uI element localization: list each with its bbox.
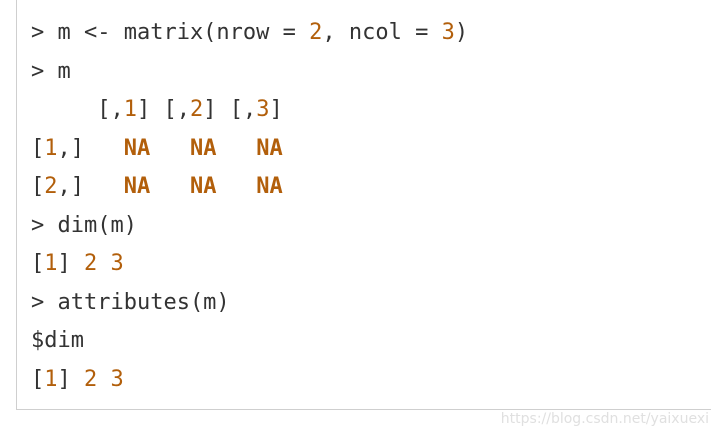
code-token: [, — [31, 97, 124, 122]
na-value: NA — [123, 174, 151, 199]
r-console-output-panel: > m <- matrix(nrow = 2, ncol = 3)> m [,1… — [16, 0, 711, 410]
code-token — [97, 251, 110, 276]
code-token — [150, 136, 190, 161]
console-line: [1] 2 3 — [31, 245, 468, 284]
console-line: [1,] NA NA NA — [31, 130, 468, 169]
number-token: 3 — [110, 251, 124, 276]
code-token — [97, 367, 110, 392]
number-token: 2 — [44, 174, 58, 199]
na-value: NA — [256, 135, 283, 161]
code-block: > m <- matrix(nrow = 2, ncol = 3)> m [,1… — [31, 14, 468, 399]
code-token: > dim(m) — [31, 212, 137, 238]
code-token — [150, 174, 190, 199]
code-token: ] [, — [203, 97, 257, 122]
code-token: [ — [31, 174, 45, 199]
code-token: [ — [31, 366, 45, 392]
code-token: [ — [31, 251, 45, 276]
number-token: 3 — [441, 20, 455, 45]
console-line: $dim — [31, 322, 468, 361]
number-token: 1 — [44, 366, 58, 392]
na-value: NA — [189, 135, 217, 161]
na-value: NA — [123, 135, 151, 161]
console-line: [,1] [,2] [,3] — [31, 91, 468, 130]
code-token: ,] — [57, 174, 124, 199]
code-token: ] — [57, 251, 84, 276]
na-value: NA — [256, 174, 283, 199]
number-token: 1 — [44, 251, 58, 276]
console-line: [2,] NA NA NA — [31, 168, 468, 207]
number-token: 1 — [44, 135, 58, 161]
code-token: , ncol = — [322, 20, 442, 45]
console-line: > dim(m) — [31, 207, 468, 246]
code-token: > m <- matrix(nrow = — [31, 20, 310, 45]
number-token: 3 — [256, 97, 270, 122]
code-token: > m — [31, 58, 71, 84]
code-token: ] [, — [136, 97, 190, 122]
number-token: 1 — [123, 97, 137, 122]
code-token — [216, 136, 256, 161]
number-token: 2 — [189, 97, 204, 122]
code-token: > attributes(m) — [31, 289, 230, 315]
code-token: [ — [31, 135, 45, 161]
code-token: ] — [57, 366, 84, 392]
watermark-url: https://blog.csdn.net/yaixuexi — [500, 411, 709, 427]
code-token — [216, 174, 256, 199]
console-line: > m <- matrix(nrow = 2, ncol = 3) — [31, 14, 468, 53]
number-token: 2 — [309, 20, 323, 45]
number-token: 2 — [84, 251, 98, 276]
number-token: 2 — [84, 366, 98, 392]
code-token: $dim — [31, 328, 84, 353]
code-token: ] — [269, 97, 283, 122]
code-token: ) — [454, 20, 469, 45]
console-line: > attributes(m) — [31, 284, 468, 323]
code-token: ,] — [57, 135, 124, 161]
console-line: > m — [31, 53, 468, 92]
na-value: NA — [189, 174, 217, 199]
console-line: [1] 2 3 — [31, 361, 468, 400]
number-token: 3 — [110, 366, 124, 392]
